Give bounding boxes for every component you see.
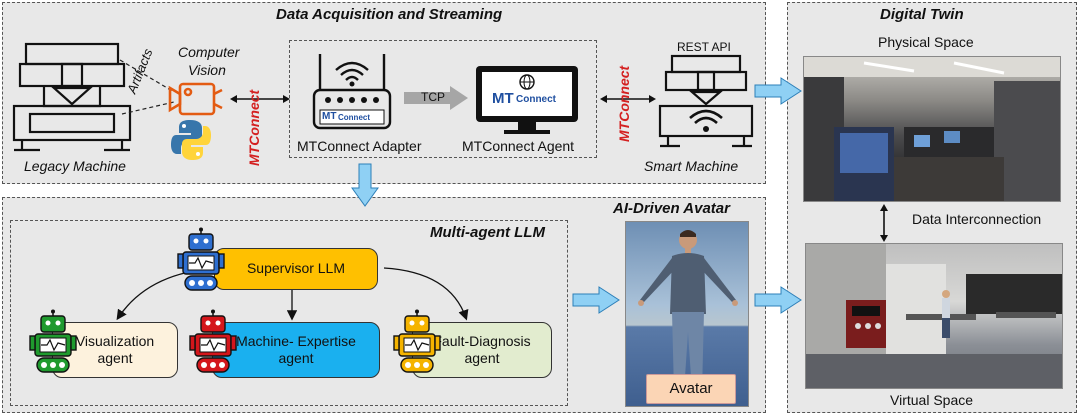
agent-smart-arrow — [600, 95, 656, 103]
adapter-router-icon — [312, 54, 392, 130]
adapter-logo-mt: MT — [322, 111, 337, 122]
virtual-space-image — [805, 243, 1063, 389]
smart-machine-label: Smart Machine — [644, 158, 739, 174]
avatar-label: Avatar — [669, 379, 713, 397]
artifacts-dashed-lines — [119, 59, 175, 115]
avatar-to-twin-arrow — [754, 286, 802, 314]
virtual-space-label: Virtual Space — [890, 392, 974, 408]
visualization-robot-icon — [29, 309, 77, 373]
smart-machine-icon — [658, 54, 754, 148]
acq-to-twin-arrow — [754, 77, 802, 105]
supervisor-llm-box: Supervisor LLM — [214, 248, 378, 290]
agent-logo-connect: Connect — [516, 94, 556, 105]
multi-agent-title: Multi-agent LLM — [430, 224, 545, 241]
avatar-label-box: Avatar — [646, 374, 736, 404]
supervisor-robot-icon — [177, 227, 225, 291]
supervisor-llm-label: Supervisor LLM — [246, 260, 346, 277]
agent-logo-mt: MT — [492, 90, 514, 107]
data-acquisition-title: Data Acquisition and Streaming — [276, 6, 503, 23]
machine-expertise-robot-icon — [189, 309, 237, 373]
legacy-machine-label: Legacy Machine — [24, 158, 126, 174]
rest-api-label: REST API — [677, 40, 731, 54]
python-logo-icon — [171, 120, 211, 160]
agent-label: MTConnect Agent — [462, 138, 575, 154]
avatar-figure-icon — [638, 230, 738, 396]
tcp-arrow — [404, 86, 468, 110]
llm-to-avatar-arrow — [572, 286, 620, 314]
virtual-lab-scene-icon — [806, 244, 1062, 388]
data-interconnection-label: Data Interconnection — [912, 211, 1042, 227]
physical-space-image — [803, 56, 1061, 202]
digital-twin-title: Digital Twin — [880, 6, 964, 23]
physical-lab-scene-icon — [804, 57, 1060, 201]
camera-adapter-arrow — [230, 95, 290, 103]
computer-vision-line2: Vision — [188, 62, 226, 78]
computer-vision-line1: Computer — [178, 44, 240, 60]
fault-diagnosis-robot-icon — [393, 309, 441, 373]
adapter-label: MTConnect Adapter — [297, 138, 422, 154]
physical-space-label: Physical Space — [878, 34, 974, 50]
camera-icon — [168, 82, 223, 116]
agent-monitor-icon — [476, 66, 578, 134]
multi-agent-box — [10, 220, 568, 406]
adapter-agent-box — [289, 40, 597, 158]
adapter-logo-connect: Connect — [338, 113, 370, 122]
tcp-label: TCP — [421, 90, 445, 104]
acq-to-llm-arrow — [351, 163, 379, 207]
data-interconnection-arrow — [880, 204, 888, 242]
data-acquisition-panel — [2, 2, 766, 184]
ai-avatar-title: AI-Driven Avatar — [613, 200, 730, 217]
legacy-machine-icon — [12, 42, 132, 152]
